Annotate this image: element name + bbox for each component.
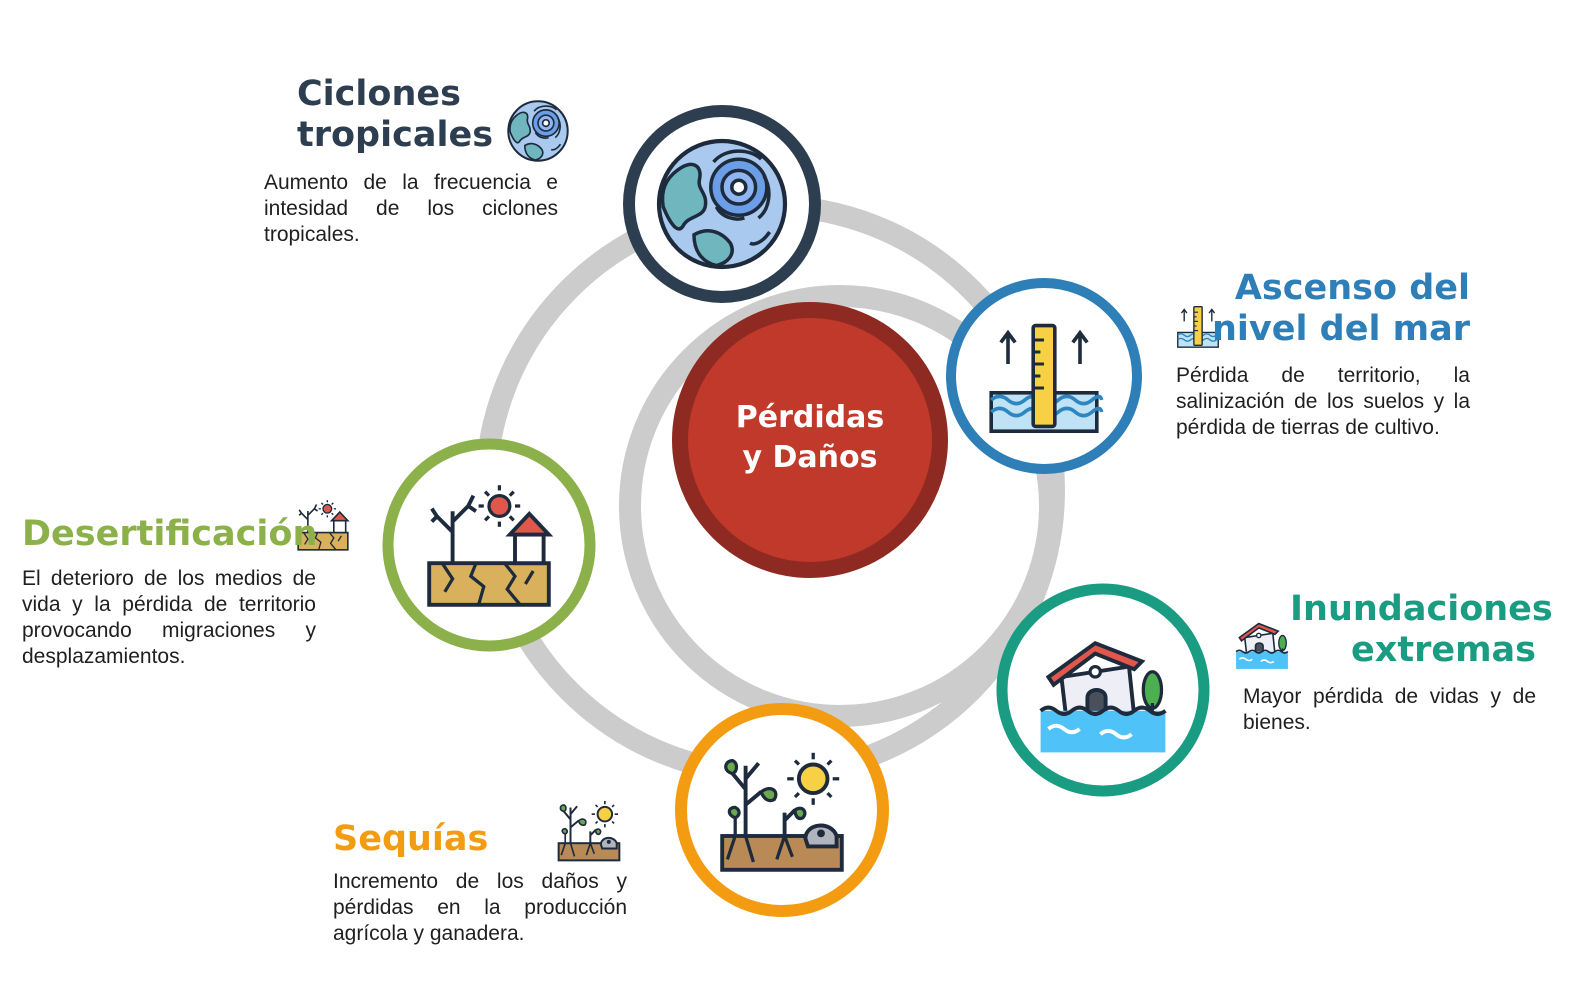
ciclones-title-line1: Ciclones xyxy=(297,74,461,114)
center-label-line2: y Daños xyxy=(742,440,878,475)
sequias-title-line1: Sequías xyxy=(333,819,489,859)
desertificacion-title-line1: Desertificación xyxy=(22,514,318,554)
inundaciones-title-line2: extremas xyxy=(1351,630,1536,671)
center-label: Pérdidas y Daños xyxy=(680,398,940,478)
desertificacion-description: El deterioro de los medios de vida y la … xyxy=(22,567,316,668)
ciclones-title: Ciclones tropicales xyxy=(297,74,517,157)
drought-small-icon xyxy=(557,799,621,862)
ascenso-title: Ascenso del nivel del mar xyxy=(1176,268,1470,351)
ciclones-description: Aumento de la frecuencia e intesidad de … xyxy=(264,171,558,246)
ascenso-title-line1: Ascenso del xyxy=(1234,268,1470,308)
center-label-line1: Pérdidas xyxy=(735,400,885,435)
flood-small-icon xyxy=(1235,622,1289,670)
inner-ring xyxy=(619,285,1061,727)
desertificacion-title: Desertificación xyxy=(22,514,317,555)
ciclones-title-line2: tropicales xyxy=(297,115,494,156)
inundaciones-title: Inundaciones extremas xyxy=(1290,589,1553,672)
sequias-description: Incremento de los daños y pérdidas en la… xyxy=(333,870,627,945)
center-circle xyxy=(672,302,948,578)
inundaciones-description: Mayor pérdida de vidas y de bienes. xyxy=(1243,685,1536,734)
cyclone-globe-icon xyxy=(659,141,785,267)
ascenso-description: Pérdida de territorio, la salinización d… xyxy=(1176,364,1470,439)
node-ascenso xyxy=(946,278,1142,474)
node-sequias xyxy=(675,703,889,917)
node-inundaciones xyxy=(996,583,1210,797)
node-ciclones xyxy=(623,105,821,303)
node-desertificacion xyxy=(382,438,596,652)
inundaciones-title-line1: Inundaciones xyxy=(1290,589,1553,629)
cyclone-small-icon xyxy=(507,100,569,162)
sequias-title: Sequías xyxy=(333,819,553,860)
ascenso-title-line2: nivel del mar xyxy=(1212,309,1470,350)
